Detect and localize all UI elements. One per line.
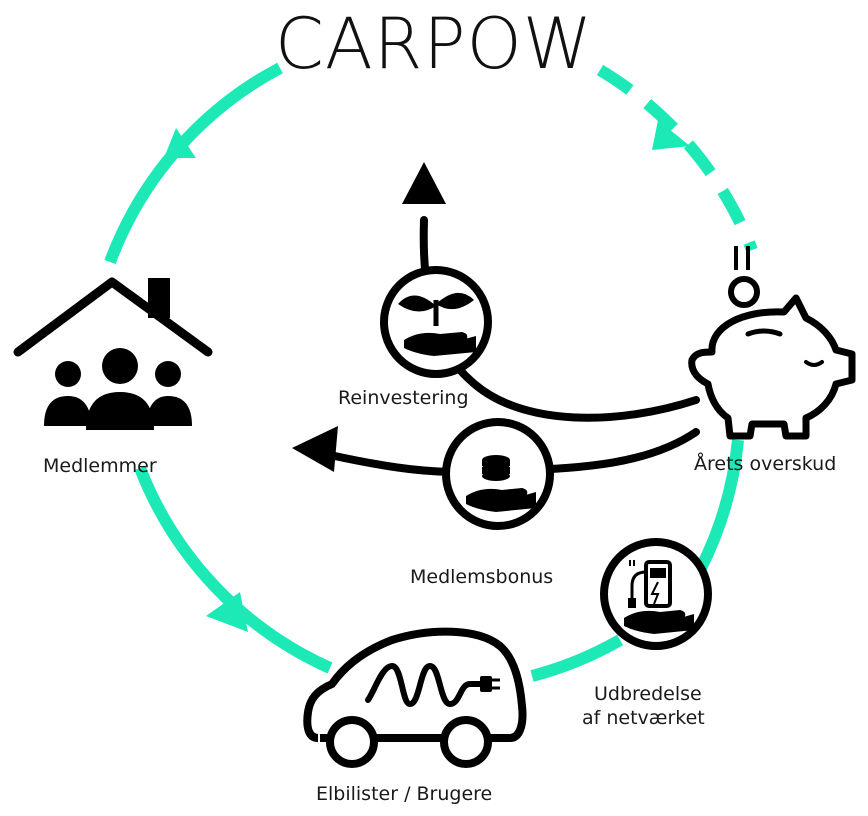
users-label: Elbilister / Brugere	[316, 783, 493, 805]
reinvest-arrowhead	[402, 162, 446, 204]
bonus-arrowhead	[292, 426, 338, 472]
expansion-label-line2: af netværket	[582, 707, 705, 729]
cycle-arc-top-right	[596, 64, 758, 253]
reinvest-label: Reinvestering	[338, 387, 469, 409]
cycle-arrow-right	[652, 120, 690, 150]
cycle-arc-bottom-right	[530, 634, 623, 682]
bonus-label: Medlemsbonus	[410, 566, 554, 588]
charger-in-hand-icon	[600, 538, 712, 650]
diagram-title: CARPOW	[275, 3, 593, 85]
coins-in-hand-icon	[442, 418, 554, 530]
cycle-arc-top-left	[104, 62, 283, 265]
cycle-arrow-up	[164, 128, 196, 158]
surplus-label: Årets overskud	[694, 453, 837, 475]
expansion-label-line1: Udbredelse	[594, 683, 702, 705]
cycle-arrow-left	[206, 592, 248, 632]
electric-car-icon	[303, 627, 527, 768]
house-people-icon	[13, 277, 213, 430]
plant-in-hand-icon	[380, 266, 492, 378]
cycle-arc-right-lower	[694, 439, 744, 573]
cycle-arc-bottom-left	[134, 465, 333, 674]
members-label: Medlemmer	[43, 455, 157, 477]
piggy-bank-icon	[688, 246, 856, 440]
